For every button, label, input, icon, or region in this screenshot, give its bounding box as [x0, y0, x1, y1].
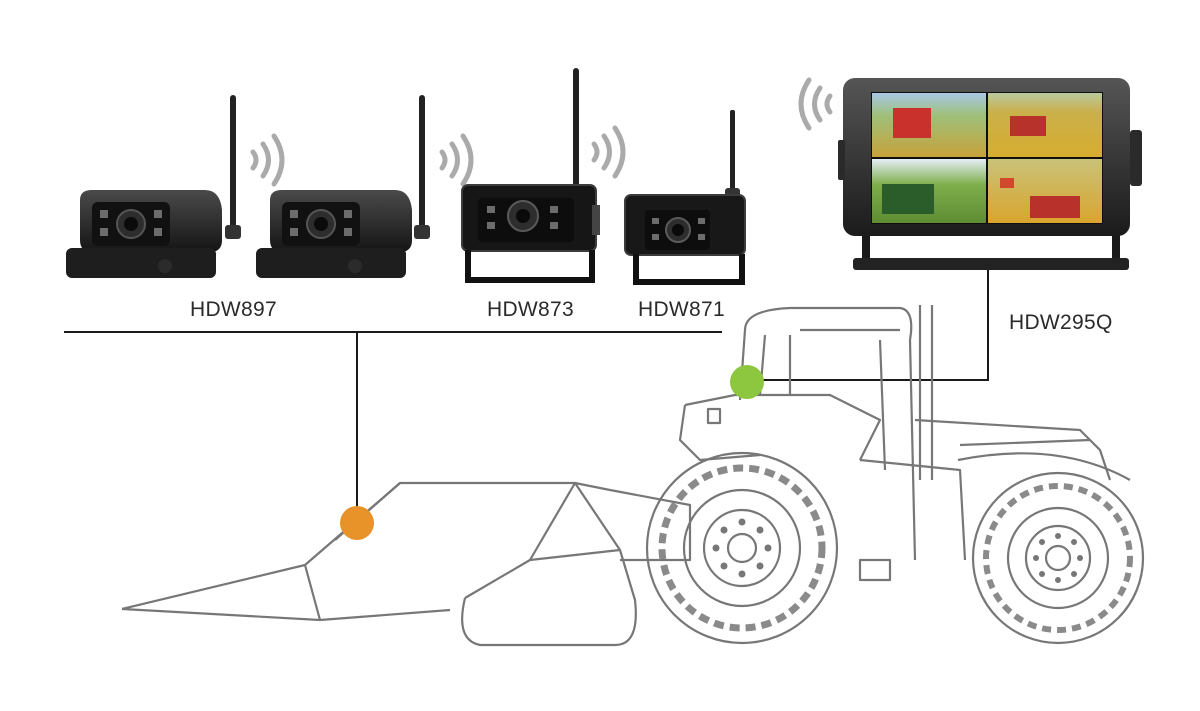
label-hdw897: HDW897	[190, 298, 277, 321]
wifi-signal-icon	[439, 133, 474, 187]
cab-camera-dot	[730, 365, 764, 399]
wifi-signal-icon	[591, 125, 626, 179]
label-hdw871: HDW871	[638, 298, 725, 321]
label-hdw873: HDW873	[487, 298, 574, 321]
wifi-signal-icon	[798, 77, 833, 131]
label-hdw295q: HDW295Q	[1009, 311, 1113, 334]
wifi-signal-icon	[250, 133, 285, 187]
tractor-icon	[121, 305, 1145, 647]
camera-hdw871	[624, 110, 746, 285]
camera-hdw897-b	[256, 95, 430, 278]
camera-hdw897-a	[66, 95, 241, 278]
wiring	[64, 270, 989, 520]
camera-hdw873	[461, 68, 600, 283]
monitor-cable	[760, 270, 989, 381]
monitor-hdw295q	[838, 78, 1142, 270]
header-camera-dot	[340, 506, 374, 540]
